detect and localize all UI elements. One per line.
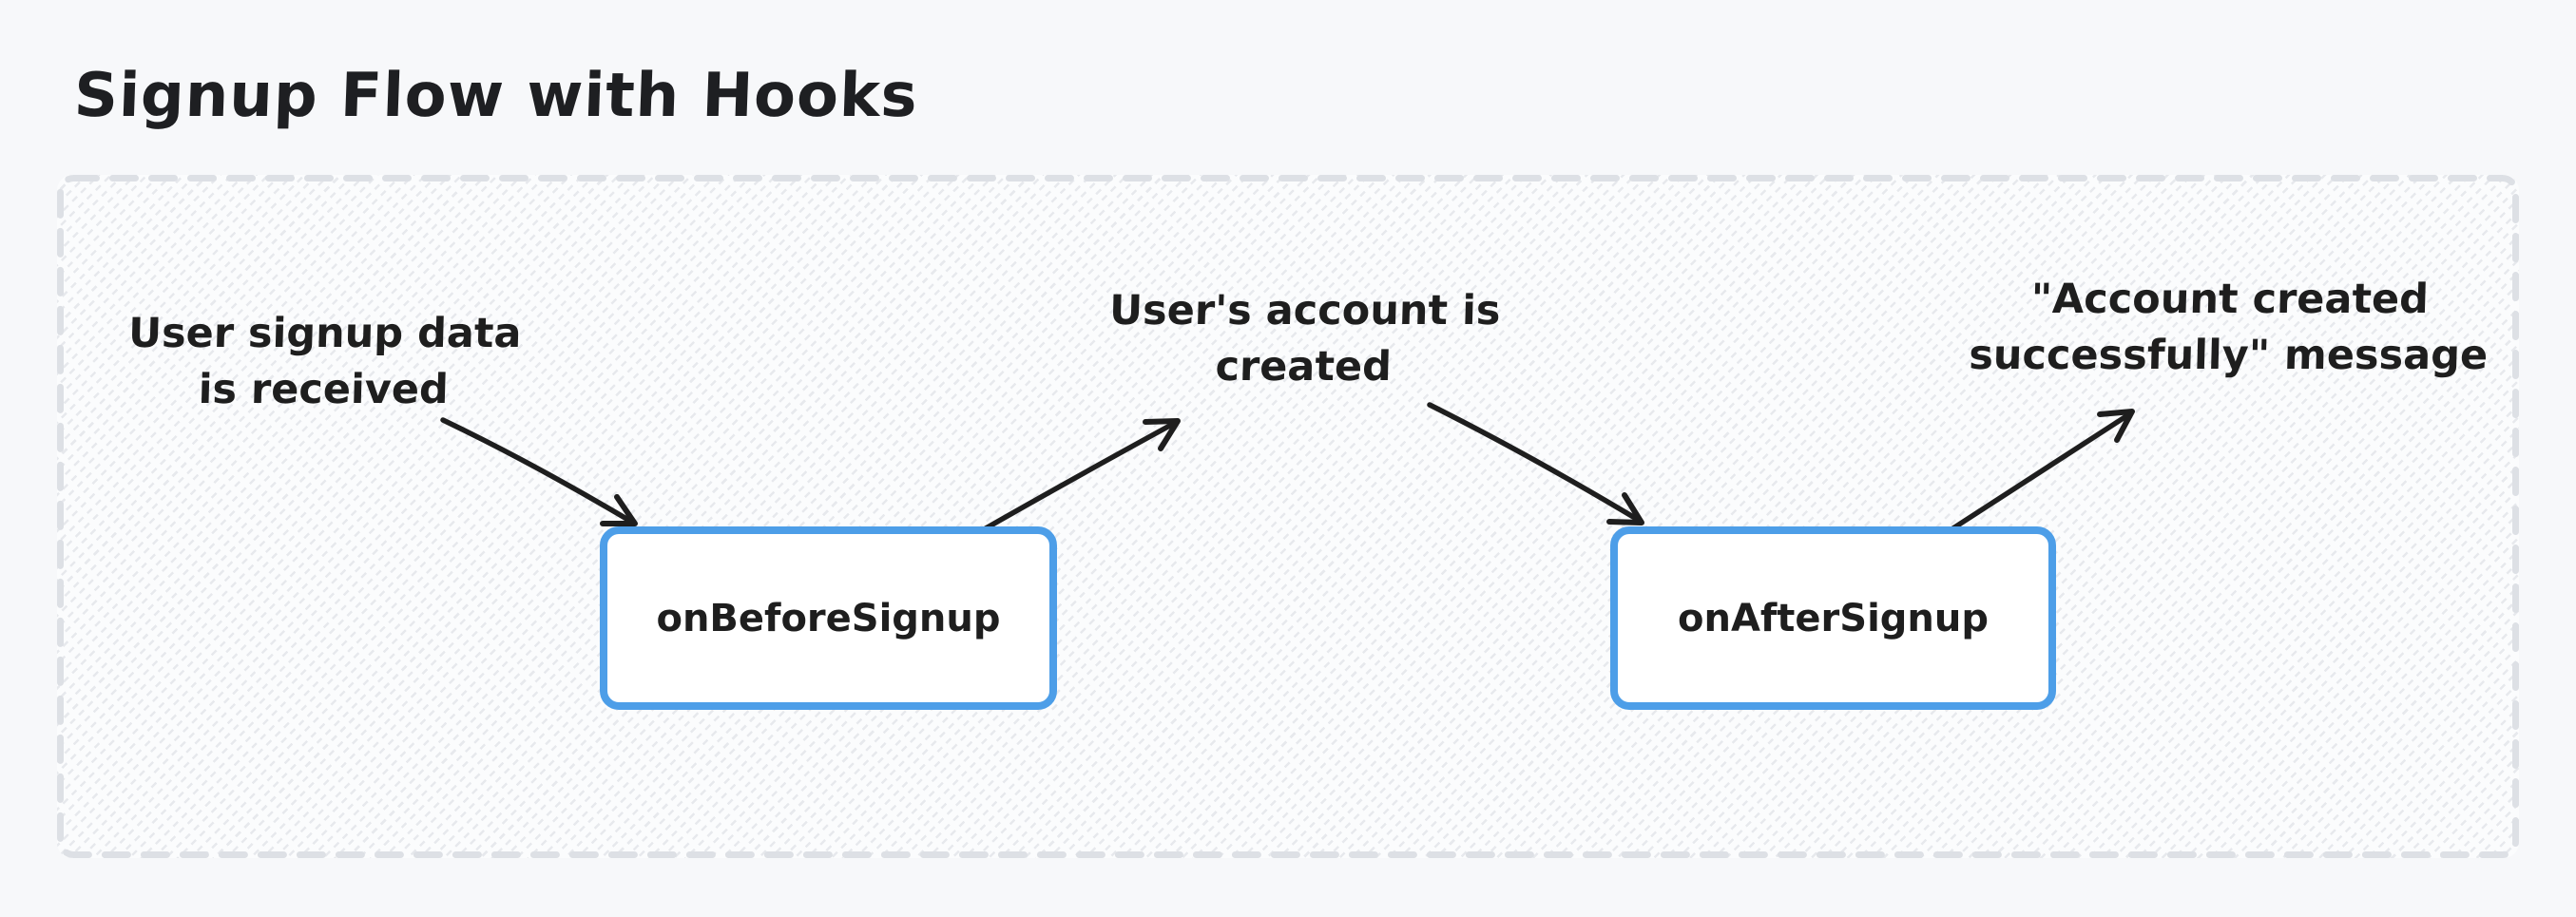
annotation-user-signup-data: User signup data is received <box>85 306 563 419</box>
annotation-success-message: "Account created successfully" message <box>1928 272 2529 385</box>
annotation-line: User's account is <box>1108 287 1502 334</box>
arrow-account-created-to-onaftersignup <box>1427 402 1644 525</box>
diagram-title: Signup Flow with Hooks <box>72 61 920 131</box>
annotation-line: is received <box>198 366 450 414</box>
arrow-signup-data-to-onbeforesignup <box>440 417 638 526</box>
node-onbeforesignup: onBeforeSignup <box>600 526 1057 710</box>
node-label: onBeforeSignup <box>656 596 1001 640</box>
annotation-account-created: User's account is created <box>1065 283 1543 396</box>
annotation-line: User signup data <box>127 310 523 357</box>
annotation-line: created <box>1214 343 1393 392</box>
flow-frame-border <box>57 175 2519 858</box>
arrow-onbeforesignup-to-account-created <box>976 418 1181 535</box>
node-onaftersignup: onAfterSignup <box>1610 526 2056 710</box>
annotation-line: successfully" message <box>1968 332 2489 380</box>
annotation-line: "Account created <box>2029 276 2430 323</box>
node-label: onAfterSignup <box>1677 596 1990 640</box>
flow-frame <box>57 175 2519 858</box>
arrow-onaftersignup-to-success-message <box>1946 409 2135 534</box>
